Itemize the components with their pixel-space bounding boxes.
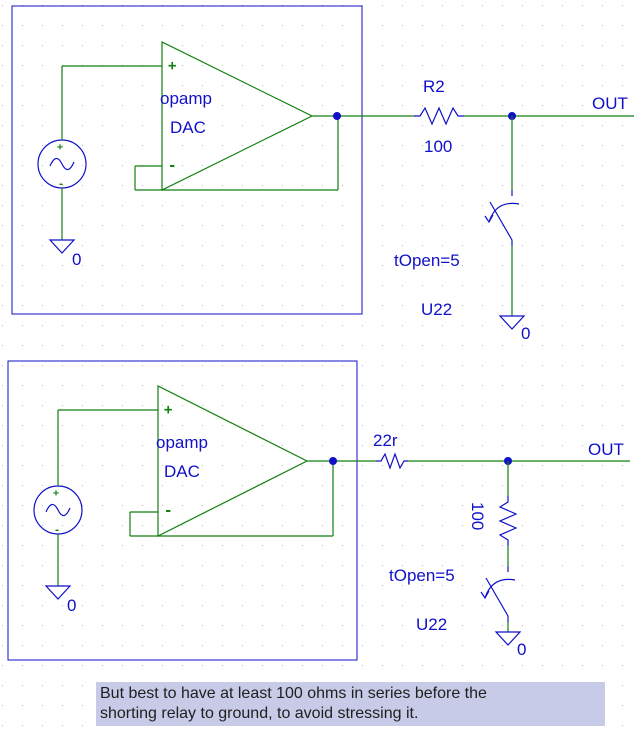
annotation-note: But best to have at least 100 ohms in se… <box>96 682 605 726</box>
bottom-shunt-resistor[interactable] <box>498 496 518 546</box>
top-opamp-name: opamp <box>160 89 212 108</box>
bottom-series-resistor-value: 22r <box>373 431 398 450</box>
top-out-label: OUT <box>592 94 628 113</box>
bottom-junction-dot-1 <box>329 457 337 465</box>
top-source-ground-label: 0 <box>72 250 81 269</box>
top-source-plus: + <box>57 142 63 153</box>
bottom-opamp-plus: + <box>164 402 172 418</box>
top-switch-ground-icon <box>498 315 526 330</box>
bottom-opamp-minus: - <box>164 503 172 519</box>
bottom-series-resistor[interactable] <box>376 452 408 470</box>
bottom-out-label: OUT <box>588 440 624 459</box>
bottom-switch-name: U22 <box>416 615 447 634</box>
bottom-boundary-box <box>7 360 358 661</box>
bottom-opamp-label: DAC <box>164 462 200 481</box>
bottom-source-ground-label: 0 <box>67 596 76 615</box>
bottom-source-minus: - <box>54 525 60 536</box>
annotation-line-1: But best to have at least 100 ohms in se… <box>100 685 487 702</box>
top-resistor-name: R2 <box>423 77 445 96</box>
top-opamp-minus: - <box>168 158 176 174</box>
top-switch-param: tOpen=5 <box>394 251 460 270</box>
top-boundary-box <box>11 5 363 315</box>
top-opamp-plus: + <box>168 58 176 74</box>
top-resistor-value: 100 <box>424 137 452 156</box>
bottom-source-ground-icon <box>44 585 72 600</box>
bottom-ac-source[interactable] <box>33 409 158 586</box>
bottom-source-plus: + <box>53 488 59 499</box>
top-switch-icon[interactable] <box>484 190 520 246</box>
bottom-opamp-name: opamp <box>156 433 208 452</box>
bottom-switch-param: tOpen=5 <box>389 566 455 585</box>
top-source-ground-icon <box>48 239 76 254</box>
bottom-circuit: + - 0 + - opamp DAC 22r OUT <box>7 360 630 661</box>
bottom-opamp[interactable] <box>129 385 334 537</box>
bottom-switch-ground-icon <box>494 631 522 646</box>
top-circuit: + - 0 + - opamp DAC R2 100 OUT <box>11 5 634 343</box>
top-resistor-r2[interactable] <box>414 106 464 126</box>
annotation-line-2: shorting relay to ground, to avoid stres… <box>100 705 419 722</box>
top-switch-name: U22 <box>421 300 452 319</box>
bottom-switch-ground-label: 0 <box>517 640 526 659</box>
top-source-minus: - <box>58 179 64 190</box>
bottom-switch-icon[interactable] <box>480 566 516 622</box>
top-opamp[interactable] <box>134 41 339 191</box>
top-switch-ground-label: 0 <box>521 324 530 343</box>
top-opamp-label: DAC <box>170 118 206 137</box>
top-ac-source[interactable] <box>37 65 162 240</box>
bottom-shunt-resistor-value: 100 <box>468 502 487 530</box>
top-junction-dot-1 <box>333 112 341 120</box>
